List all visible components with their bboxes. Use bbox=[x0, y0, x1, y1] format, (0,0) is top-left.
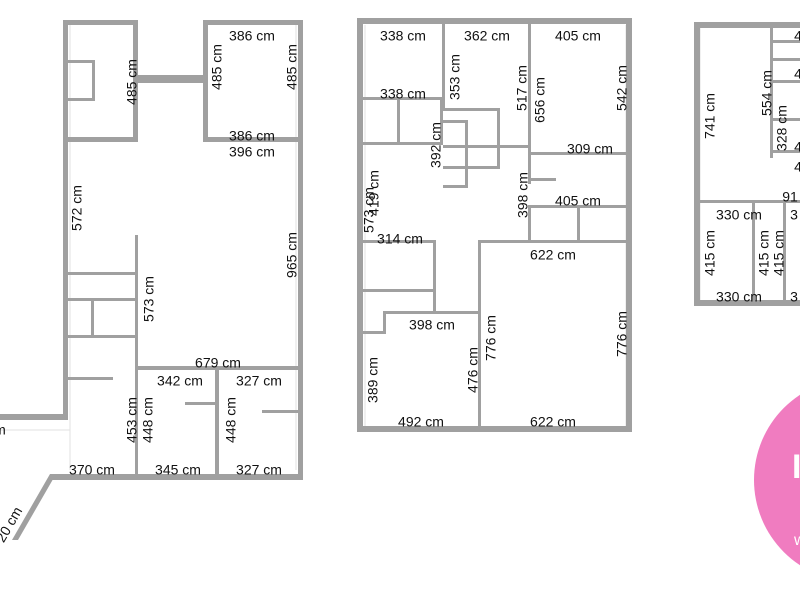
dimension-label: 622 cm bbox=[530, 247, 576, 263]
dimension-label: 776 cm bbox=[614, 311, 630, 357]
dimension-label: 4 bbox=[794, 66, 800, 82]
dimension-label: 573 cm bbox=[141, 276, 157, 322]
dimension-label: 396 cm bbox=[229, 144, 275, 160]
badge-subtext: w bbox=[793, 532, 800, 549]
dimension-label: 415 cm bbox=[702, 230, 718, 276]
dimension-label: 386 cm bbox=[229, 28, 275, 44]
dimension-label: 419 cm bbox=[366, 170, 382, 216]
dimension-label: 485 cm bbox=[284, 44, 300, 90]
dimension-label: 4 bbox=[794, 159, 800, 175]
dimension-label: 398 cm bbox=[515, 172, 531, 218]
dimension-label: 485 cm bbox=[209, 44, 225, 90]
dimension-label: 370 cm bbox=[69, 462, 115, 478]
dimension-label: 656 cm bbox=[532, 77, 548, 123]
dimension-label: 345 cm bbox=[155, 462, 201, 478]
floor-plan-right bbox=[694, 22, 800, 306]
dimension-label: 309 cm bbox=[567, 141, 613, 157]
dimension-label: 386 cm bbox=[229, 128, 275, 144]
dimension-label: 485 cm bbox=[124, 59, 140, 105]
dimension-label: 492 cm bbox=[398, 414, 444, 430]
badge-circle bbox=[754, 394, 800, 566]
logo-badge: I w bbox=[754, 394, 800, 566]
dimension-label: 4 bbox=[794, 28, 800, 44]
dimension-label: 453 cm bbox=[124, 397, 140, 443]
dimension-label: 328 cm bbox=[774, 105, 790, 151]
dimension-label: 679 cm bbox=[195, 355, 241, 371]
dimension-label: 3 bbox=[790, 207, 798, 223]
guide-lines bbox=[0, 25, 701, 470]
dimension-label: 476 cm bbox=[465, 347, 481, 393]
dimension-label: 4 bbox=[794, 139, 800, 155]
dimension-label: 91 bbox=[782, 189, 798, 205]
dimension-label: 389 cm bbox=[365, 357, 381, 403]
dimension-label: 405 cm bbox=[555, 193, 601, 209]
dimension-label: 398 cm bbox=[409, 317, 455, 333]
dimension-label: 392 cm bbox=[428, 122, 444, 168]
dimension-label: 314 cm bbox=[377, 231, 423, 247]
dimension-label: 622 cm bbox=[530, 414, 576, 430]
dimension-label: 415 cm bbox=[756, 230, 772, 276]
dimension-label: 330 cm bbox=[716, 207, 762, 223]
dimension-label: 448 cm bbox=[223, 397, 239, 443]
dimension-label: 405 cm bbox=[555, 28, 601, 44]
dimension-label: 573 cm bbox=[361, 187, 377, 233]
dimension-label: 542 cm bbox=[614, 65, 630, 111]
dimension-label: 353 cm bbox=[447, 54, 463, 100]
dimension-label: 338 cm bbox=[380, 86, 426, 102]
floor-plan-middle bbox=[357, 18, 632, 432]
dimension-label: 362 cm bbox=[464, 28, 510, 44]
dimension-label: 965 cm bbox=[284, 232, 300, 278]
dimension-label: 330 cm bbox=[716, 289, 762, 305]
dimension-label: 741 cm bbox=[702, 93, 718, 139]
dimension-label: 338 cm bbox=[380, 28, 426, 44]
dimension-label: 572 cm bbox=[69, 185, 85, 231]
dimension-label: 448 cm bbox=[140, 397, 156, 443]
dimension-label: 342 cm bbox=[157, 373, 203, 389]
dimension-label: 776 cm bbox=[483, 315, 499, 361]
dimension-label: 517 cm bbox=[514, 65, 530, 111]
dimension-label: 415 cm bbox=[771, 230, 787, 276]
floor-plan-left bbox=[0, 20, 303, 540]
dimension-label: 3 bbox=[790, 289, 798, 305]
dimension-label: 327 cm bbox=[236, 373, 282, 389]
dimension-label: 554 cm bbox=[759, 70, 775, 116]
dimension-label: m bbox=[0, 422, 6, 438]
dimension-label: 327 cm bbox=[236, 462, 282, 478]
badge-text: I bbox=[792, 448, 800, 486]
